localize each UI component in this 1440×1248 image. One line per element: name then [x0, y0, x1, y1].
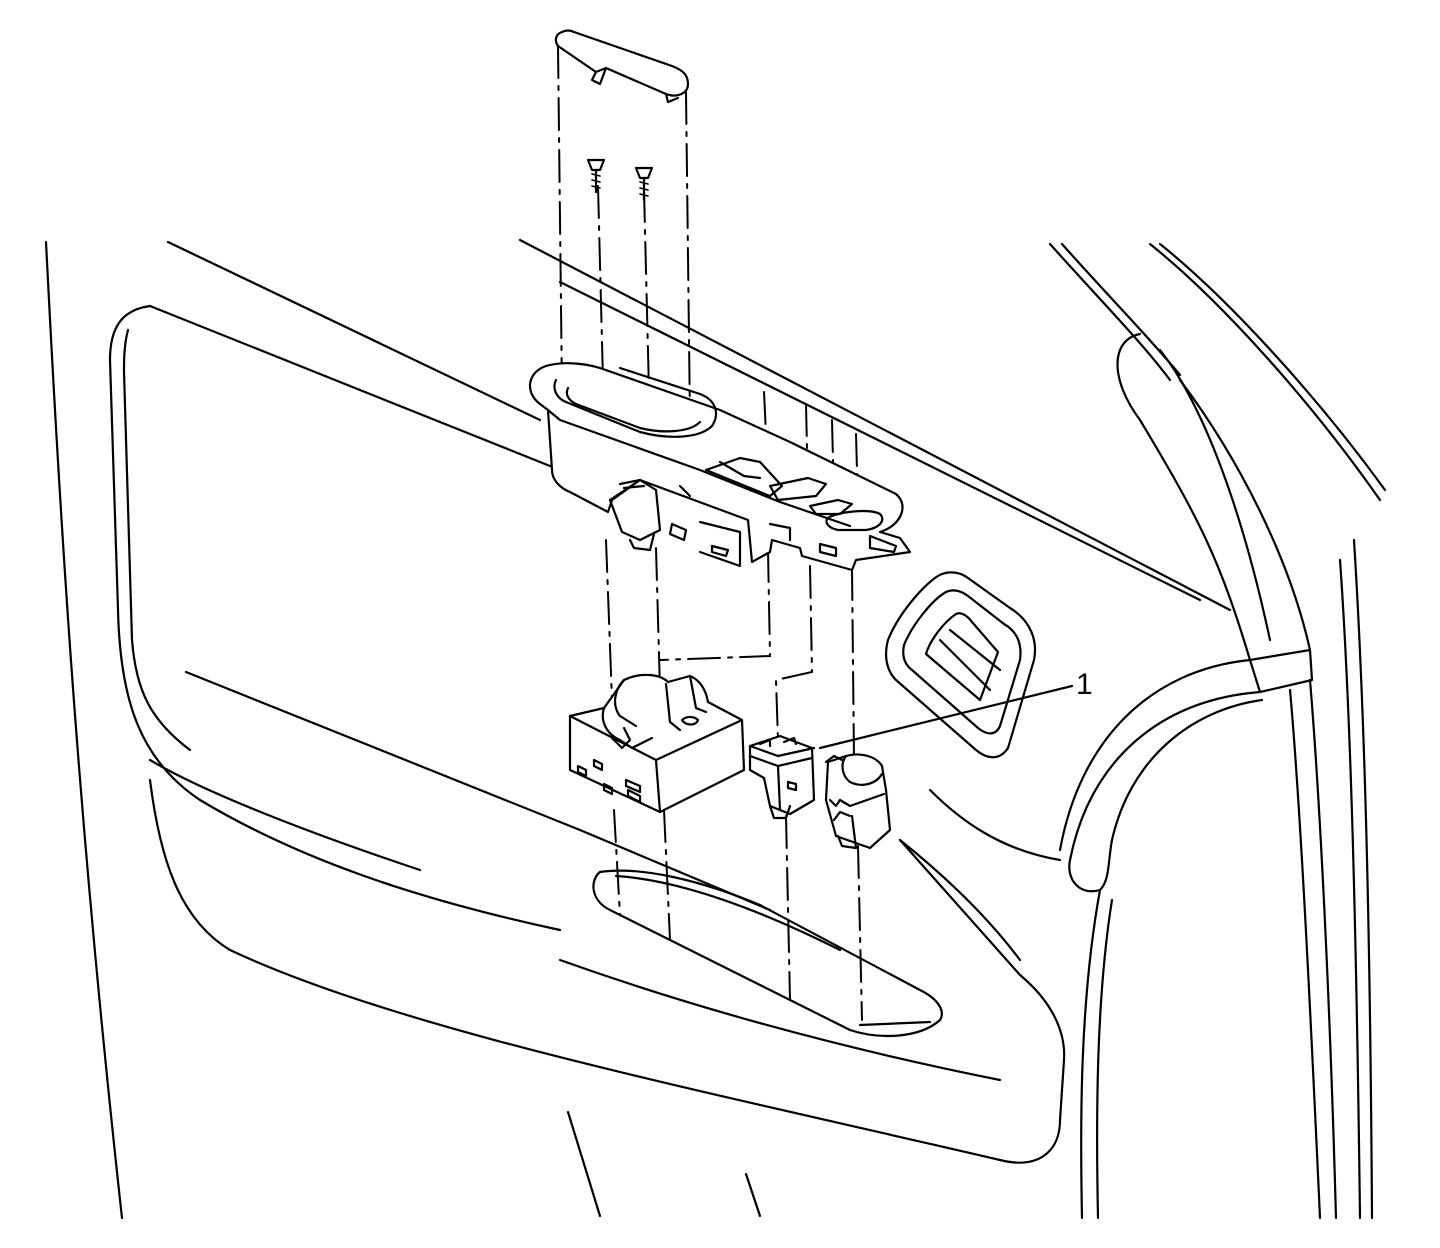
door-weatherstrip: [928, 242, 1387, 1220]
trim-cap: [554, 29, 690, 104]
window-switch-small: [748, 734, 816, 820]
switch-bezel: [529, 362, 912, 572]
door-handle-bezel: [885, 571, 1036, 759]
window-switch-master: [568, 673, 746, 814]
door-lock-switch: [824, 753, 892, 850]
trim-pocket-outline: [108, 304, 1066, 1164]
armrest-pocket: [558, 869, 1002, 1082]
screw-left: [586, 158, 606, 194]
callout-1: 1: [818, 668, 1093, 750]
callout-label-1: 1: [1076, 668, 1093, 701]
door-panel-outline: [44, 238, 1232, 1220]
screw-right: [634, 166, 654, 202]
